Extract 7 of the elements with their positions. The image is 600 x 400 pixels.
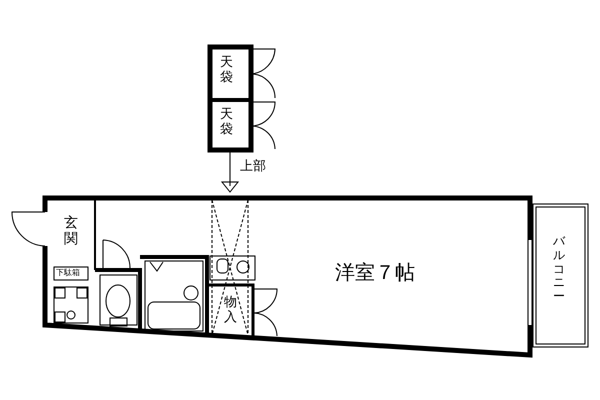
storage-label: 天袋	[220, 56, 233, 86]
direction-note: 上部	[240, 160, 266, 173]
room-label: 洋室７帖	[335, 262, 415, 282]
room-label: 玄関	[64, 215, 78, 248]
balcony-label: バルコニー	[553, 235, 565, 304]
storage-label: 天袋	[220, 108, 233, 138]
room-label: 物入	[224, 296, 237, 326]
